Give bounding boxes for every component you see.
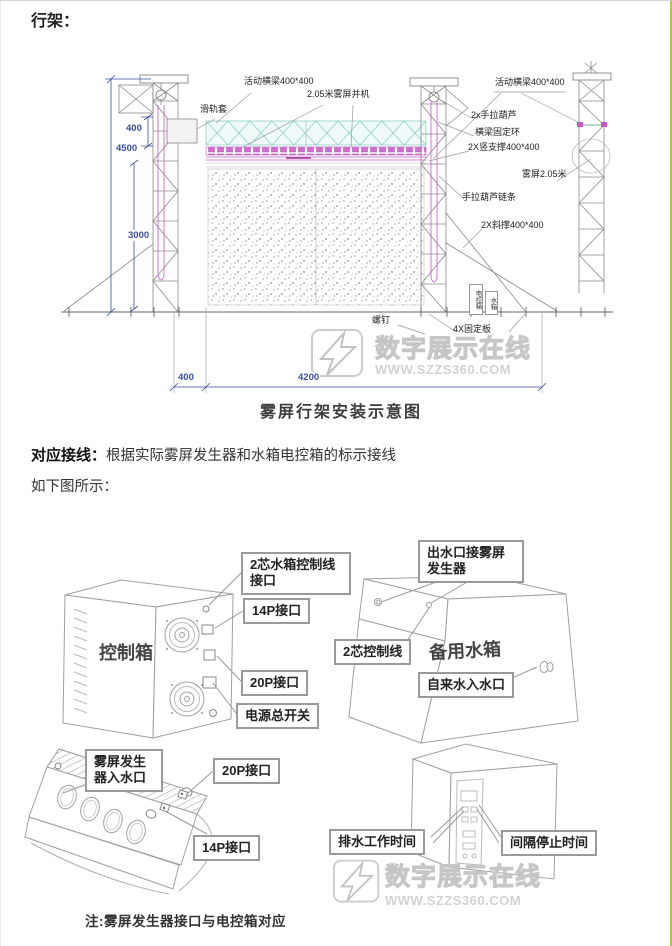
callout-power-switch: 电源总开关 <box>236 703 320 730</box>
callout-tap-water-inlet: 自来水入水口 <box>418 672 515 699</box>
callout-14p-port-top: 14P接口 <box>243 598 311 625</box>
label-fog-machine: 2.05米雾屏并机 <box>307 89 370 99</box>
watermark-logo-lightning-icon <box>333 859 380 903</box>
bottom-note: 注:雾屏发生器接口与电控箱对应 <box>85 914 286 929</box>
watermark-name: 数字展示在线 <box>384 863 542 892</box>
label-diagonal-support: 2X斜撑400*400 <box>481 220 544 230</box>
label-control-box-small: 电控箱 <box>469 284 483 315</box>
watermark-logo-lightning-icon <box>311 329 363 377</box>
label-rail-sleeve: 滑轨套 <box>200 104 228 114</box>
label-water-box-small: 水箱 <box>485 291 498 315</box>
callout-14p-port-generator: 14P接口 <box>193 835 261 862</box>
callout-tank-control-port: 2芯水箱控制线接口 <box>241 552 351 595</box>
callout-outlet-to-generator: 出水口接雾屏发生器 <box>418 540 524 583</box>
dim-400-beam: 400 <box>125 123 143 134</box>
watermark-url: WWW.SZZS360.COM <box>385 893 522 908</box>
diagram1-caption: 雾屏行架安装示意图 <box>259 404 422 421</box>
label-hoist: 2x手拉葫芦 <box>471 110 517 120</box>
callout-drain-work-time: 排水工作时间 <box>329 829 426 856</box>
label-screw: 螺钉 <box>372 315 391 325</box>
callout-control-wire: 2芯控制线 <box>334 639 412 666</box>
truss-diagram <box>61 61 613 317</box>
dim-4500: 4500 <box>115 143 139 154</box>
leader-lines-1 <box>196 91 592 335</box>
label-fixing-plate: 4X固定板 <box>453 324 492 334</box>
label-beam-ring: 横梁固定环 <box>475 127 521 137</box>
callout-generator-inlet: 雾屏发生器入水口 <box>85 749 163 792</box>
wiring-paragraph: 对应接线：根据实际雾屏发生器和水箱电控箱的标示接线 <box>31 444 396 465</box>
label-movable-beam-left: 活动横梁400*400 <box>244 76 314 86</box>
dimension-lines <box>105 74 547 393</box>
callout-20p-port-top: 20P接口 <box>241 670 309 697</box>
dim-400-bottom: 400 <box>177 372 195 383</box>
water-tank-label: 备用水箱 <box>428 639 502 663</box>
callout-interval-stop-time: 间隔停止时间 <box>501 830 598 857</box>
watermark-url: WWW.SZZS360.COM <box>375 362 512 377</box>
leader-lines-2 <box>62 572 538 844</box>
heading-truss: 行架： <box>31 13 80 30</box>
wiring-diagram <box>24 575 579 895</box>
label-fog-screen: 雾屏2.05米 <box>522 169 567 179</box>
dim-3000: 3000 <box>127 230 151 241</box>
wiring-paragraph-bold: 对应接线： <box>31 447 107 464</box>
wiring-paragraph-line2: 如下图所示： <box>31 479 118 495</box>
label-hoist-chain: 手拉葫芦链条 <box>462 192 517 202</box>
label-vertical-support: 2X竖支撑400*400 <box>468 142 540 152</box>
control-box-label: 控制箱 <box>99 643 153 663</box>
watermark-name: 数字展示在线 <box>374 335 532 364</box>
watermark: 数字展示在线 WWW.SZZS360.COM <box>333 857 568 913</box>
wiring-paragraph-text: 根据实际雾屏发生器和水箱电控箱的标示接线 <box>106 448 397 464</box>
watermark: 数字展示在线 WWW.SZZS360.COM <box>311 329 546 385</box>
callout-20p-port-generator: 20P接口 <box>213 758 281 785</box>
dim-4200: 4200 <box>297 372 321 383</box>
label-movable-beam-right: 活动横梁400*400 <box>495 77 565 87</box>
